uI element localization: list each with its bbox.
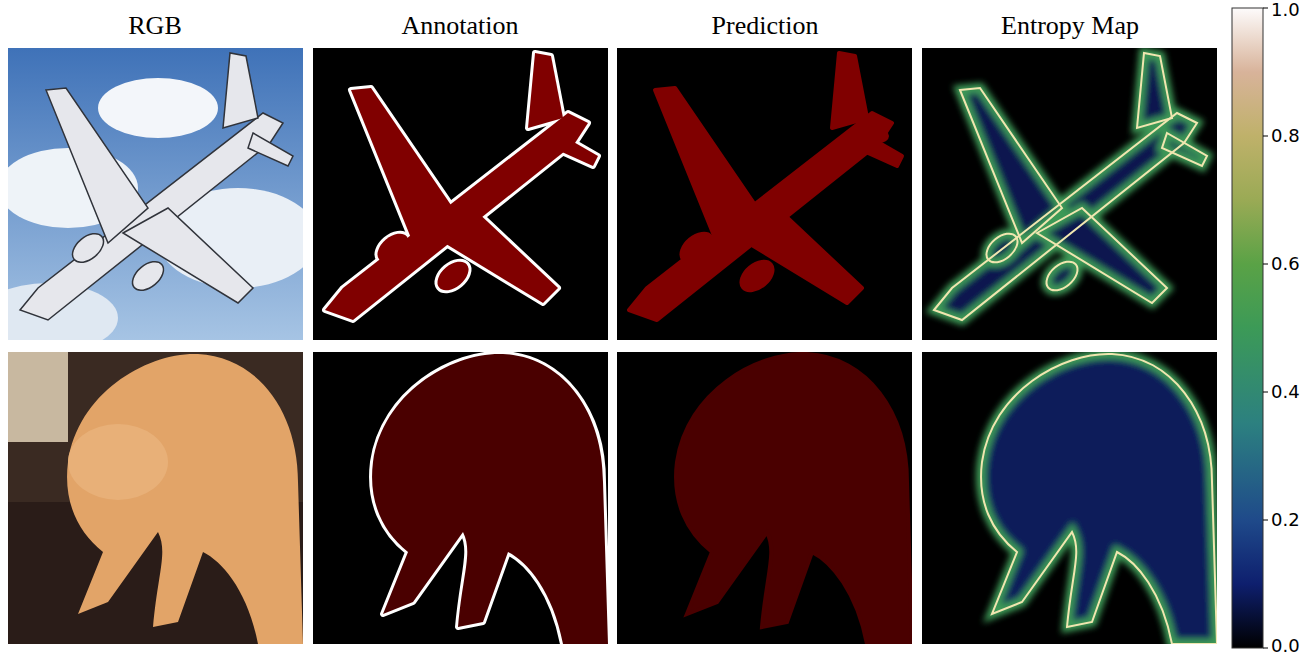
colorbar-tick-label: 1.0 (1271, 1, 1300, 19)
colorbar-tick-label: 0.0 (1271, 637, 1300, 655)
colorbar-tick-label: 0.2 (1271, 511, 1300, 529)
colorbar-tick-label: 0.6 (1271, 255, 1300, 273)
column-header: RGB (128, 13, 181, 39)
colorbar-tick-label: 0.4 (1271, 383, 1300, 401)
column-header: Prediction (712, 13, 819, 39)
column-header: Entropy Map (1001, 13, 1139, 39)
colorbar-tick-label: 0.8 (1271, 127, 1300, 145)
column-header: Annotation (402, 13, 519, 39)
